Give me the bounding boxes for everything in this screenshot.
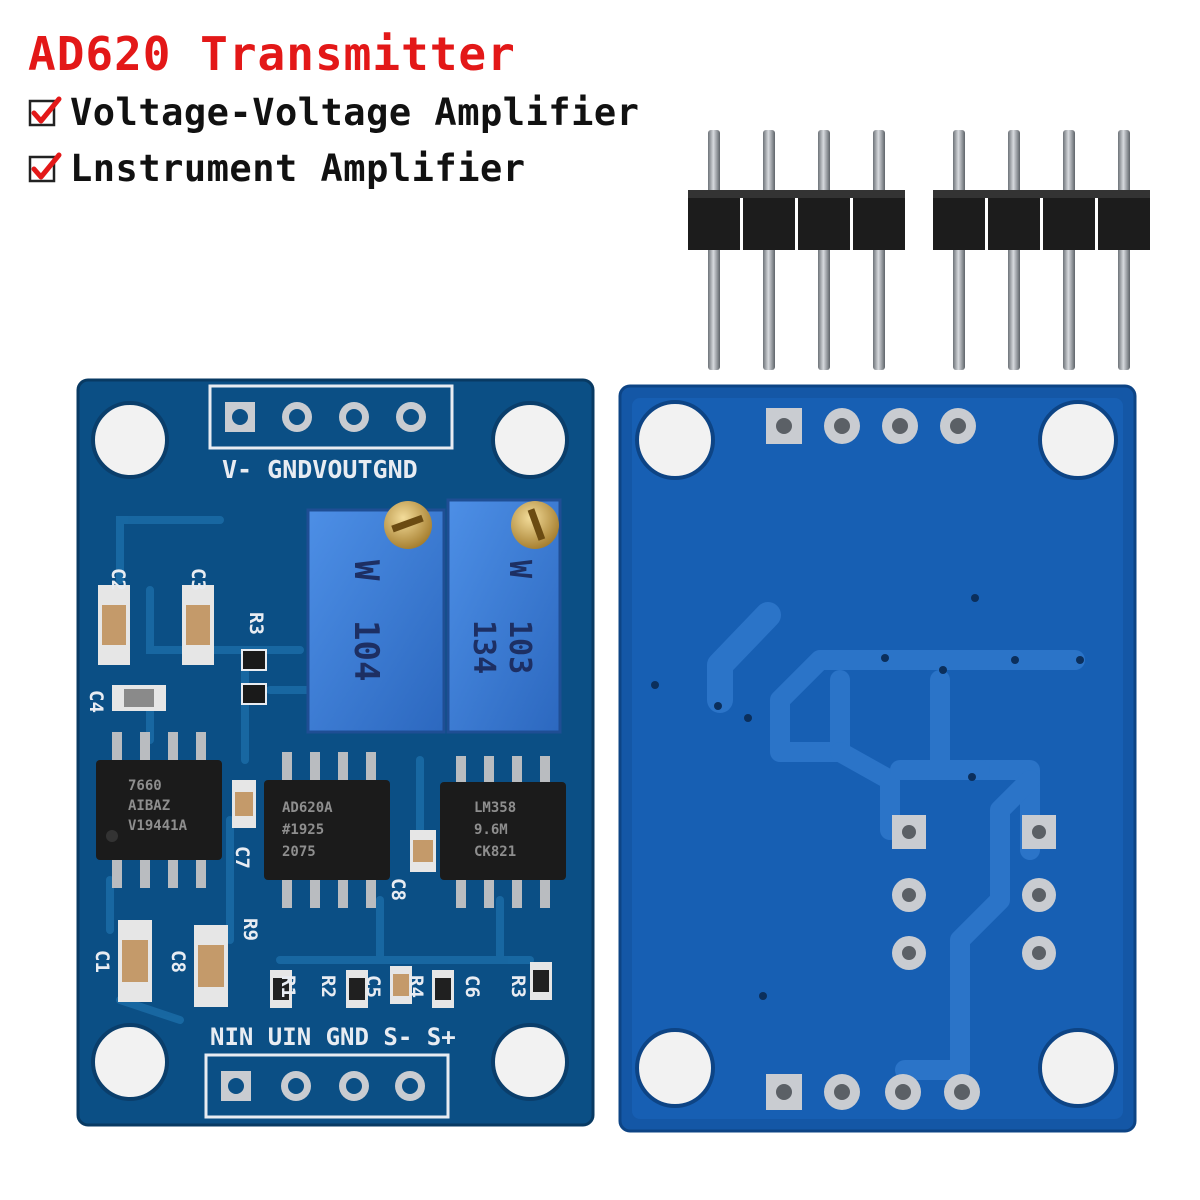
pcb-front: V- GNDVOUTGND NIN UIN GND S- S+ <box>76 378 595 1127</box>
pot-label-line: 134 <box>466 620 501 674</box>
silk-c4: C4 <box>85 690 107 713</box>
mounting-hole <box>91 1023 169 1101</box>
mounting-hole <box>91 401 169 479</box>
resistor-r3-top <box>241 649 267 705</box>
silk-r4: R4 <box>405 975 427 998</box>
silk-c8-right: C8 <box>387 878 409 901</box>
header-block <box>853 190 905 250</box>
silk-c8: C8 <box>167 950 189 973</box>
capacitor-c7 <box>232 780 256 828</box>
mounting-hole <box>1038 1028 1118 1108</box>
mounting-hole <box>491 1023 569 1101</box>
chip-text: V19441A <box>128 818 188 834</box>
pot-label-line: 104 <box>346 620 386 681</box>
capacitor-c8-right <box>410 830 436 872</box>
chip-text: AIBAZ <box>128 798 170 814</box>
red-check-icon <box>28 96 62 127</box>
silk-c1: C1 <box>91 950 113 973</box>
mounting-hole <box>1038 400 1118 480</box>
silk-r1: R1 <box>277 975 299 998</box>
red-check-icon <box>28 152 62 183</box>
header-block <box>688 190 740 250</box>
bottom-pins-label: NIN UIN GND S- S+ <box>210 1023 456 1051</box>
pcb-back <box>618 384 1137 1133</box>
header: AD620 Transmitter Voltage-Voltage Amplif… <box>28 24 639 196</box>
silk-c7: C7 <box>231 846 253 869</box>
silk-r3: R3 <box>245 612 267 635</box>
pin-header-right <box>933 130 1150 370</box>
chip-text: #1925 <box>282 822 324 838</box>
feature-text: Lnstrument Amplifier <box>70 146 526 190</box>
resistor-row-bottom <box>270 962 552 1008</box>
silk-r2: R2 <box>317 975 339 998</box>
capacitor-c4 <box>112 685 166 711</box>
capacitor-c3 <box>182 585 214 665</box>
chip-text: CK821 <box>474 844 516 860</box>
capacitor-c1 <box>118 920 152 1002</box>
mounting-hole <box>635 1028 715 1108</box>
chip-text: 2075 <box>282 844 316 860</box>
capacitor-c8-left <box>194 925 228 1007</box>
chip-7660: 7660 AIBAZ V19441A <box>96 732 222 888</box>
silk-r3-bottom: R3 <box>507 975 529 998</box>
top-pins-label: V- GNDVOUTGND <box>222 455 418 484</box>
header-block <box>798 190 850 250</box>
silk-c5: C5 <box>362 975 384 998</box>
header-block <box>1098 190 1150 250</box>
chip-lm358: LM358 9.6M CK821 <box>440 756 566 908</box>
pot-label-line: 103 <box>502 620 537 674</box>
header-block <box>743 190 795 250</box>
header-block <box>988 190 1040 250</box>
feature-item: Lnstrument Amplifier <box>28 140 639 196</box>
mounting-hole <box>635 400 715 480</box>
header-block <box>1043 190 1095 250</box>
capacitor-c2 <box>98 585 130 665</box>
potentiometer-104: W 104 <box>306 501 446 734</box>
silk-c2: C2 <box>107 568 129 591</box>
potentiometer-103: W 103 134 <box>446 498 562 734</box>
chip-text: 9.6M <box>474 822 508 838</box>
chip-text: LM358 <box>474 800 516 816</box>
feature-item: Voltage-Voltage Amplifier <box>28 84 639 140</box>
silk-c6: C6 <box>461 975 483 998</box>
pot-label-line: W <box>502 560 537 579</box>
header-block <box>933 190 985 250</box>
chip-ad620: AD620A #1925 2075 <box>264 752 390 908</box>
silk-r9: R9 <box>239 918 261 941</box>
feature-text: Voltage-Voltage Amplifier <box>70 90 640 134</box>
page-title: AD620 Transmitter <box>28 27 516 81</box>
pin-header-left <box>688 130 905 370</box>
chip-text: AD620A <box>282 800 333 816</box>
chip-text: 7660 <box>128 778 162 794</box>
pot-label-line: W <box>346 560 386 581</box>
mounting-hole <box>491 401 569 479</box>
silk-c3: C3 <box>187 568 209 591</box>
